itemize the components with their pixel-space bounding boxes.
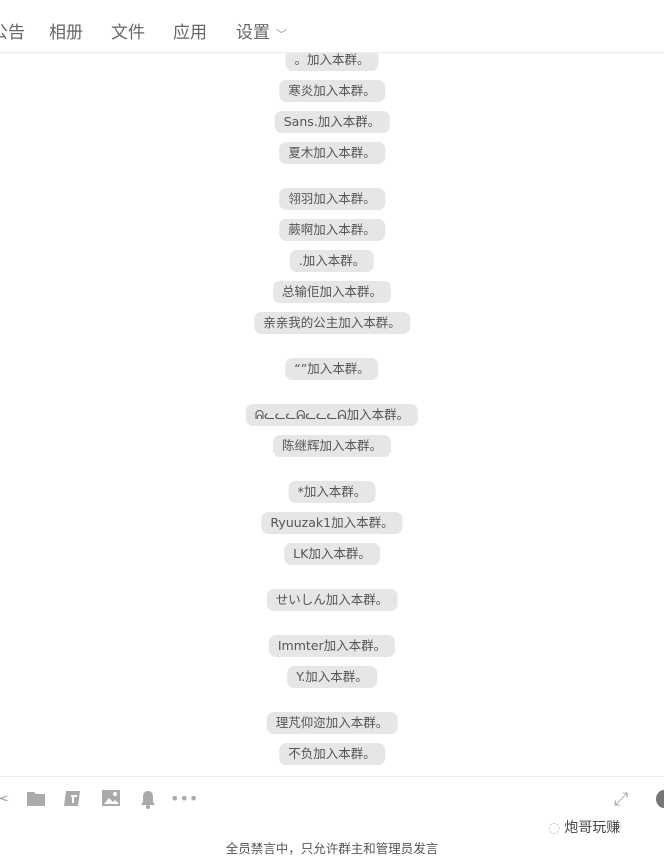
join-message: ᕱᓚᓚᓚᕱᓚᓚᓚᕱ加入本群。: [245, 404, 419, 426]
wechat-logo-icon: ◌: [548, 820, 561, 836]
more-icon[interactable]: •••: [170, 789, 199, 808]
join-message: せいしん加入本群。: [266, 589, 398, 611]
join-message: Sans.加入本群。: [274, 111, 390, 133]
join-message: *加入本群。: [288, 481, 376, 503]
chevron-down-icon: ﹀: [276, 28, 287, 41]
tab-apps[interactable]: 应用: [173, 23, 207, 43]
top-nav: 公告 相册 文件 应用 设置 ﹀: [0, 0, 664, 53]
join-message: 理芃仰迩加入本群。: [266, 712, 398, 734]
join-message: 。加入本群。: [285, 52, 379, 71]
join-message: 寒炎加入本群。: [279, 80, 385, 102]
tab-album[interactable]: 相册: [49, 23, 83, 43]
tab-settings-label: 设置: [236, 23, 270, 43]
join-message: 亲亲我的公主加入本群。: [254, 312, 410, 334]
join-message: 总输佢加入本群。: [272, 281, 392, 303]
watermark-text: 炮哥玩赚: [564, 820, 621, 836]
join-message: Y.加入本群。: [287, 666, 377, 688]
avatar[interactable]: [656, 790, 664, 808]
scissors-icon[interactable]: ✂: [0, 789, 10, 810]
join-message: “”加入本群。: [285, 358, 379, 380]
chat-toolbar: ✂ ••• ⤢: [0, 776, 664, 823]
folder-icon[interactable]: [26, 789, 46, 812]
join-message: LK加入本群。: [284, 543, 380, 565]
join-message: 蕨啊加入本群。: [279, 219, 385, 241]
join-message: Immter加入本群。: [268, 635, 396, 657]
file-transfer-icon[interactable]: [63, 789, 83, 812]
tab-settings[interactable]: 设置 ﹀: [236, 18, 287, 43]
bell-icon[interactable]: [139, 789, 157, 814]
watermark: ◌炮哥玩赚: [548, 817, 620, 837]
tab-announcement[interactable]: 公告: [0, 23, 25, 43]
mute-notice: 全员禁言中，只允许群主和管理员发言: [225, 841, 439, 856]
expand-icon[interactable]: ⤢: [614, 789, 629, 810]
tab-files[interactable]: 文件: [111, 23, 145, 43]
join-message: Ryuuzak1加入本群。: [261, 512, 403, 534]
join-message: .加入本群。: [289, 250, 375, 272]
message-list[interactable]: 。加入本群。寒炎加入本群。 Sans.加入本群。夏木加入本群。翎羽加入本群。蕨啊加…: [0, 52, 664, 776]
join-message: 陈继辉加入本群。: [272, 435, 392, 457]
join-message: 翎羽加入本群。: [279, 188, 385, 210]
join-message: 夏木加入本群。: [279, 142, 385, 164]
join-message: 不负加入本群。: [279, 743, 385, 765]
image-icon[interactable]: [101, 789, 121, 812]
